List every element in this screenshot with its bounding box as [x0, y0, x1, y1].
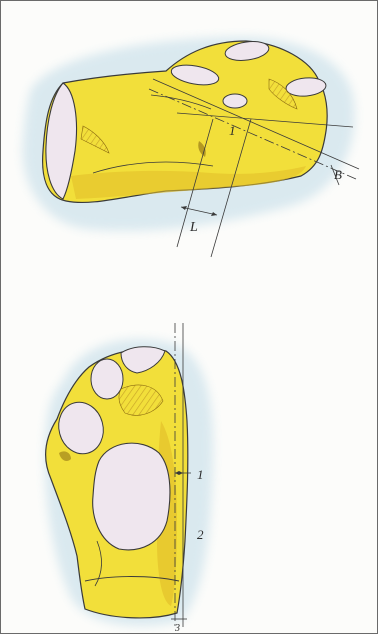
bottom-facet-a	[91, 359, 123, 399]
top-bone-view: 1 L B	[23, 37, 359, 257]
top-label-inner: 1	[229, 123, 236, 138]
top-facet-d	[223, 94, 247, 108]
bottom-label-2: 2	[197, 527, 204, 542]
bottom-label-1: 1	[197, 467, 204, 482]
bottom-facet-main	[93, 443, 170, 550]
bottom-label-3: 3	[174, 623, 180, 633]
top-label-B: B	[334, 167, 342, 182]
bottom-bone-view: 1 2 3	[45, 323, 214, 633]
top-label-L: L	[189, 220, 198, 235]
